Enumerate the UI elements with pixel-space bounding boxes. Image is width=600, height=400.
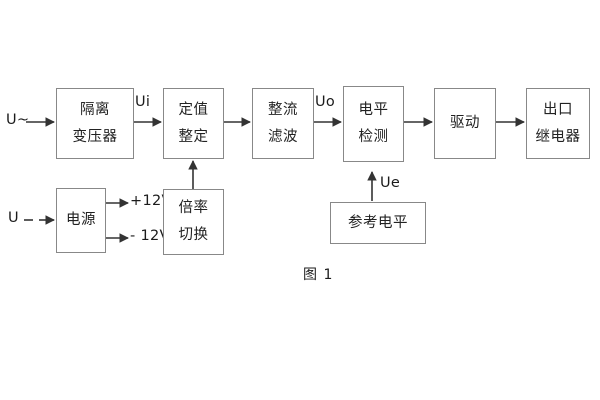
wire-label-uo: Uo — [315, 94, 336, 110]
block-reference-level-line1: 参考电平 — [348, 214, 408, 231]
block-isolation-transformer-line1: 隔离 — [80, 101, 110, 118]
block-setting-value-line2: 整定 — [178, 128, 209, 145]
input-dc-label: U — [8, 210, 19, 226]
block-level-detection-line1: 电平 — [358, 102, 389, 119]
block-multiplier-switch[interactable]: 倍率 切换 — [163, 189, 224, 255]
input-ac-label: U~ — [6, 112, 30, 128]
block-rectify-filter-line1: 整流 — [268, 101, 298, 118]
block-power-supply-line1: 电源 — [66, 212, 96, 229]
block-power-supply[interactable]: 电源 — [56, 188, 106, 253]
figure-caption: 图 1 — [303, 267, 334, 283]
block-multiplier-switch-line1: 倍率 — [178, 200, 209, 217]
block-output-relay-line1: 出口 — [543, 101, 573, 118]
block-rectify-filter-line2: 滤波 — [268, 128, 298, 145]
wire-label-ui: Ui — [135, 94, 151, 110]
block-output-relay[interactable]: 出口 继电器 — [526, 88, 590, 159]
block-rectify-filter[interactable]: 整流 滤波 — [252, 88, 314, 159]
block-output-relay-line2: 继电器 — [535, 128, 581, 145]
block-reference-level[interactable]: 参考电平 — [330, 202, 426, 244]
block-level-detection-line2: 检测 — [358, 129, 389, 145]
block-setting-value-line1: 定值 — [178, 101, 209, 118]
block-multiplier-switch-line2: 切换 — [178, 227, 209, 243]
wire-label-ue: Ue — [380, 175, 401, 191]
rail-negative-label: - 12V — [130, 228, 170, 244]
block-drive[interactable]: 驱动 — [434, 88, 496, 159]
block-isolation-transformer-line2: 变压器 — [72, 128, 118, 145]
rail-positive-label: +12V — [130, 193, 172, 209]
block-setting-value[interactable]: 定值 整定 — [163, 88, 224, 159]
block-drive-line1: 驱动 — [450, 115, 480, 132]
block-level-detection[interactable]: 电平 检测 — [343, 86, 404, 162]
block-isolation-transformer[interactable]: 隔离 变压器 — [56, 88, 134, 159]
